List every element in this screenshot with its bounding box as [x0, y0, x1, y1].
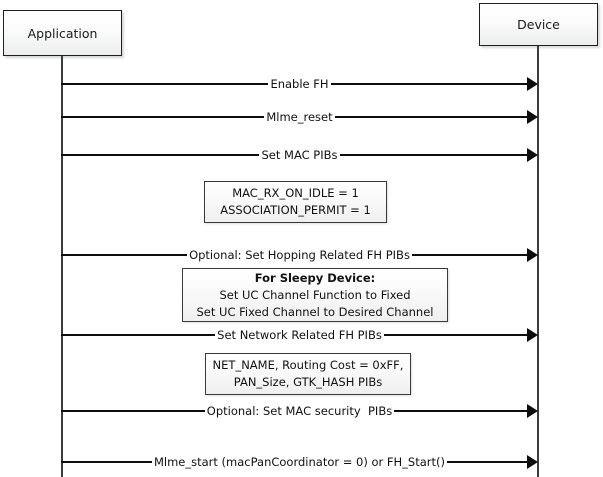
note-line: PAN_Size, GTK_HASH PIBs	[233, 375, 383, 389]
message-label: Set MAC PIBs	[259, 147, 340, 163]
note-mac-pibs: MAC_RX_ON_IDLE = 1 ASSOCIATION_PERMIT = 1	[204, 181, 387, 223]
message-optional-set-hopping-related-fh-pibs: Optional: Set Hopping Related FH PIBs	[61, 247, 538, 263]
lifeline-device	[537, 46, 539, 477]
message-optional-set-mac-security-pibs: Optional: Set MAC security PIBs	[61, 403, 538, 419]
note-line: ASSOCIATION_PERMIT = 1	[220, 203, 371, 217]
participant-label: Application	[27, 25, 98, 41]
message-label: Mlme_start (macPanCoordinator = 0) or FH…	[151, 454, 448, 470]
note-sleepy-device: For Sleepy Device: Set UC Channel Functio…	[182, 268, 448, 322]
note-line: Set UC Channel Function to Fixed	[219, 287, 411, 302]
arrowhead-icon	[527, 455, 538, 469]
message-label: Mlme_reset	[264, 109, 335, 125]
arrowhead-icon	[527, 110, 538, 124]
message-enable-fh: Enable FH	[61, 76, 538, 92]
note-network-pibs: NET_NAME, Routing Cost = 0xFF, PAN_Size, …	[205, 353, 411, 395]
message-label: Enable FH	[268, 76, 331, 92]
message-set-network-related-fh-pibs: Set Network Related FH PIBs	[61, 327, 538, 343]
message-set-mac-pibs: Set MAC PIBs	[61, 147, 538, 163]
participant-application[interactable]: Application	[3, 10, 122, 56]
lifeline-application	[61, 56, 63, 477]
message-mlme-start: Mlme_start (macPanCoordinator = 0) or FH…	[61, 454, 538, 470]
arrowhead-icon	[527, 77, 538, 91]
note-line: Set UC Fixed Channel to Desired Channel	[196, 304, 434, 319]
message-label: Optional: Set MAC security PIBs	[204, 403, 395, 419]
message-mlme-reset: Mlme_reset	[61, 109, 538, 125]
note-line: MAC_RX_ON_IDLE = 1	[232, 186, 359, 200]
message-label: Optional: Set Hopping Related FH PIBs	[187, 247, 412, 263]
participant-device[interactable]: Device	[479, 3, 598, 46]
arrowhead-icon	[527, 404, 538, 418]
arrowhead-icon	[527, 328, 538, 342]
arrowhead-icon	[527, 148, 538, 162]
arrowhead-icon	[527, 248, 538, 262]
note-line: NET_NAME, Routing Cost = 0xFF,	[212, 358, 404, 372]
participant-label: Device	[517, 17, 560, 32]
note-line: For Sleepy Device:	[254, 270, 376, 285]
message-label: Set Network Related FH PIBs	[215, 327, 384, 343]
